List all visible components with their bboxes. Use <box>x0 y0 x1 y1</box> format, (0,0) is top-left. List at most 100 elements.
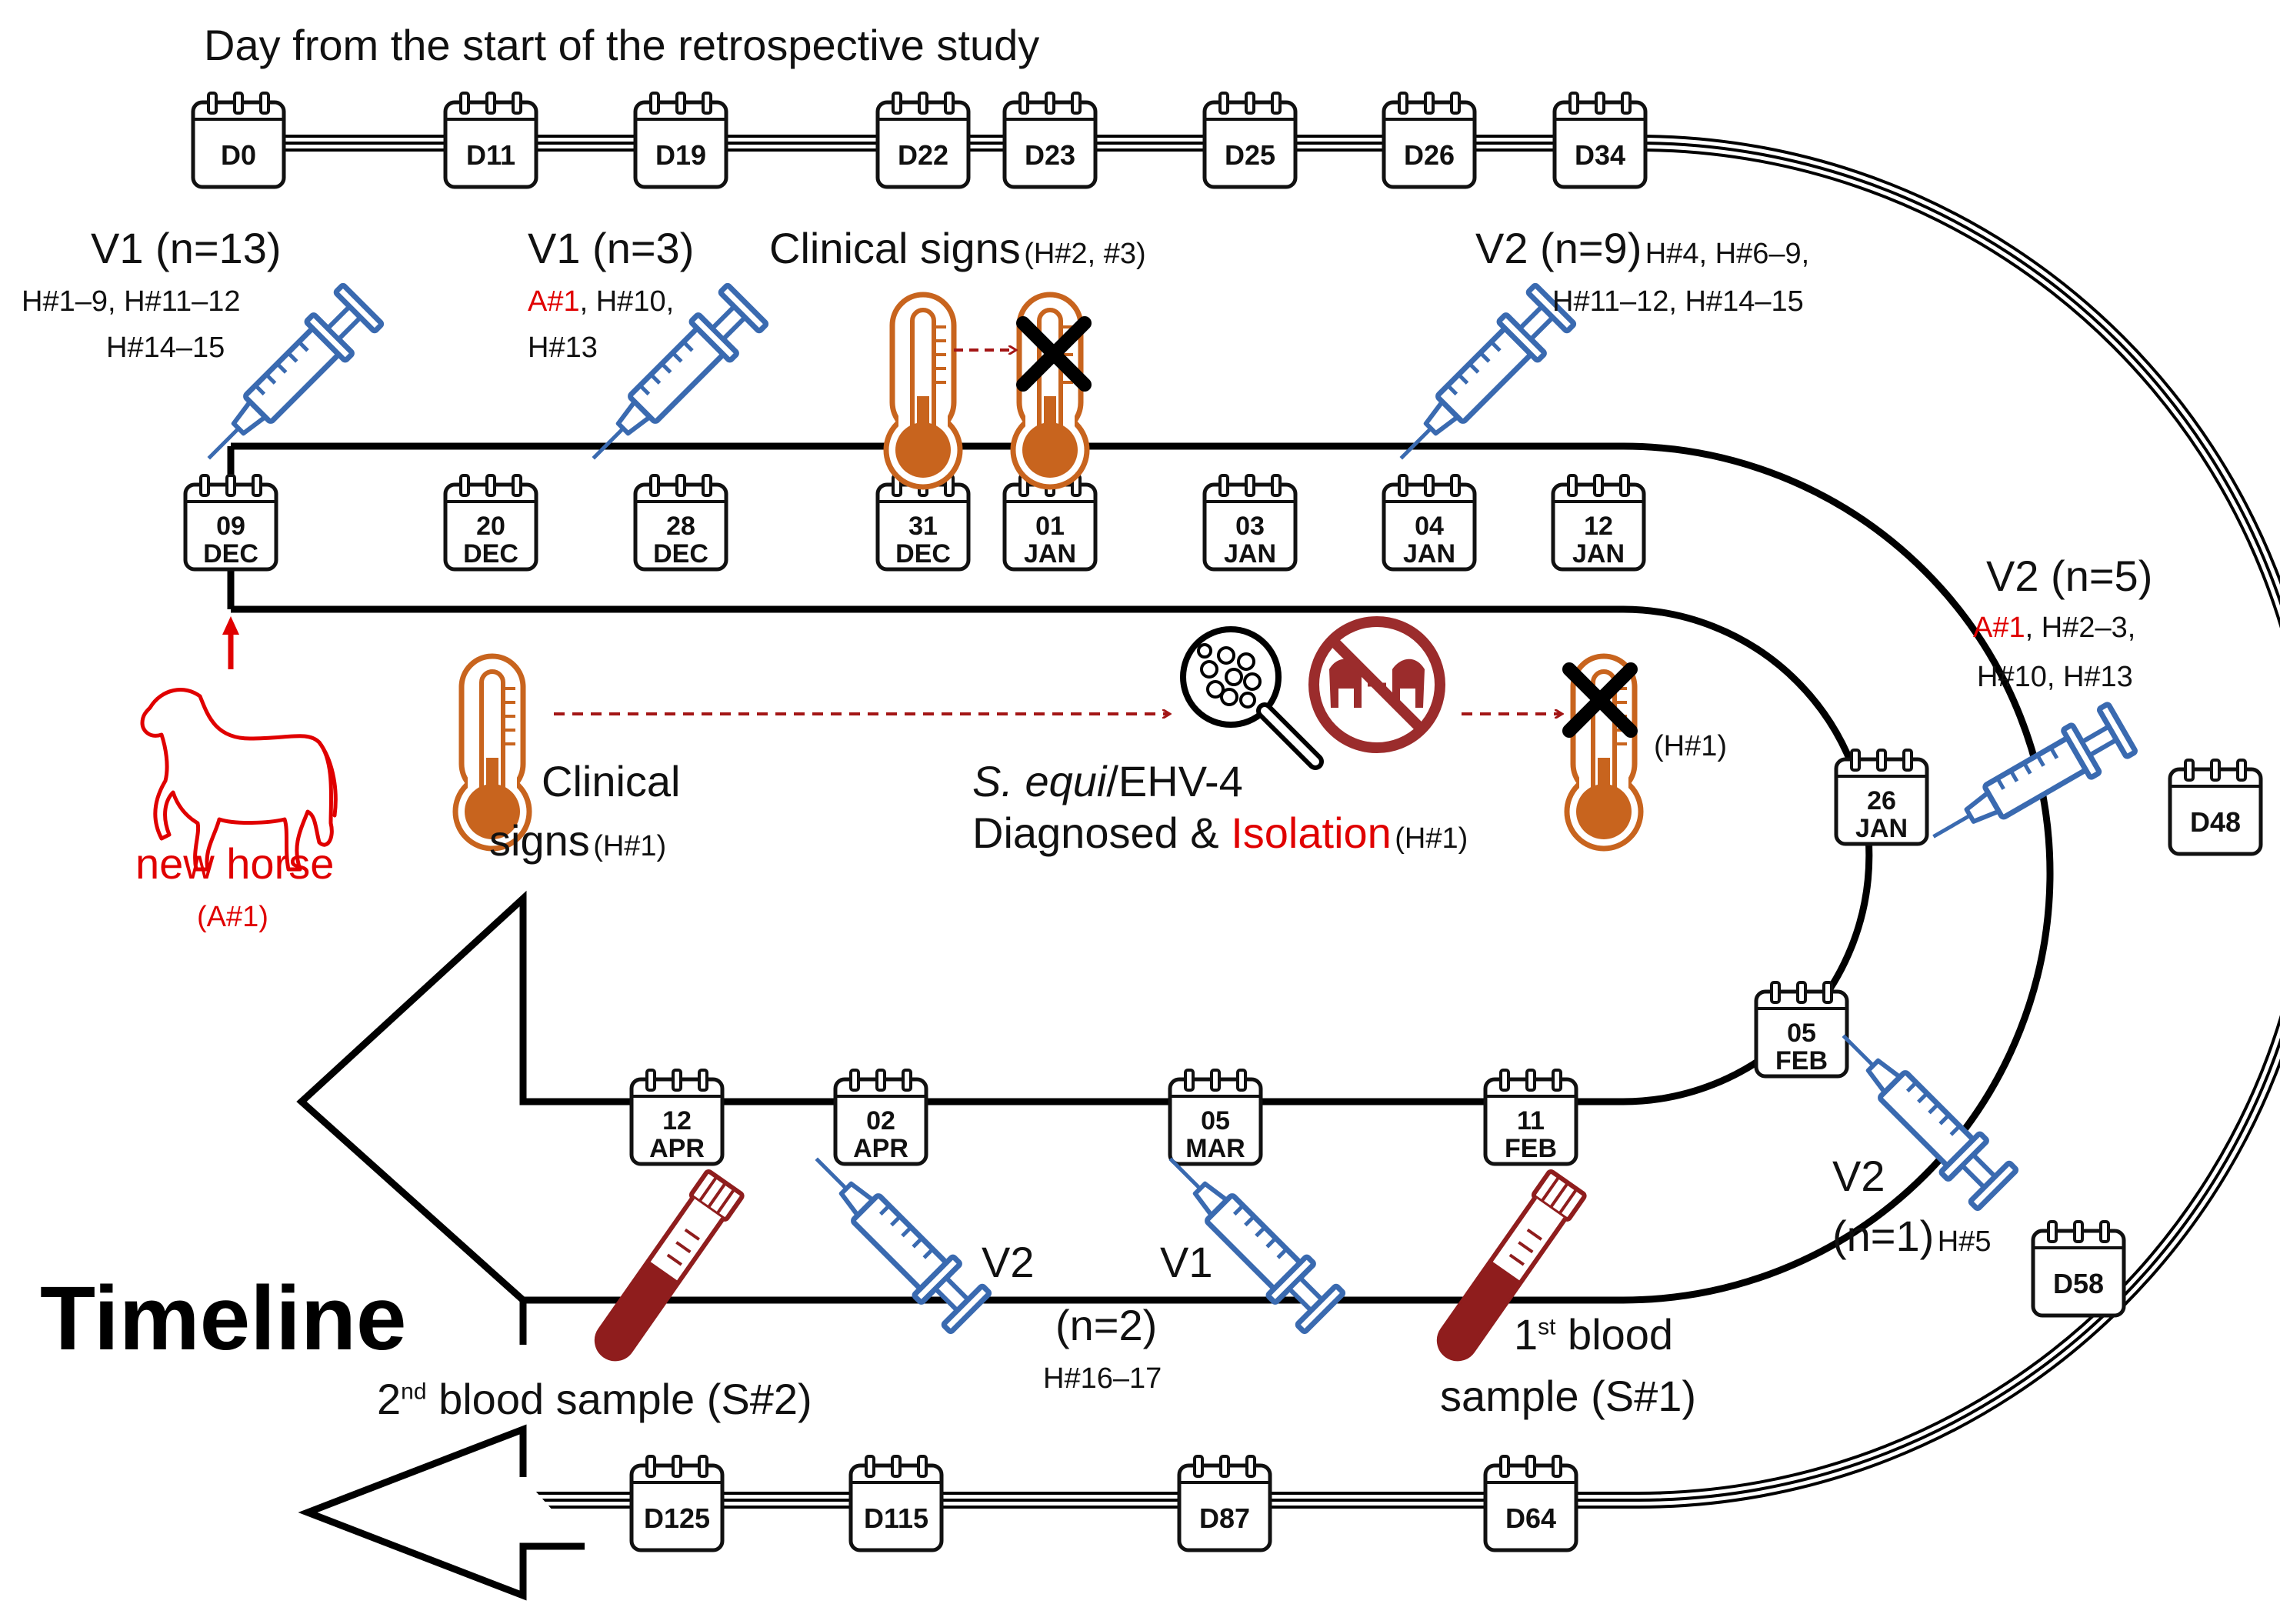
v1-second-rest: , H#10, <box>579 285 675 318</box>
blood-1-sup: st <box>1538 1314 1556 1340</box>
calendar-day-label: D34 <box>1575 139 1625 171</box>
v1-first-horses-2: H#14–15 <box>106 332 225 364</box>
calendar-day-label: D25 <box>1225 139 1275 171</box>
calendar-date-day: 28 <box>666 512 695 541</box>
calendar-day-label: D23 <box>1025 139 1075 171</box>
diagnosis-line1: S. equi/EHV-4 <box>972 758 1243 805</box>
calendar-date-day: 12 <box>1584 512 1613 541</box>
outer-track <box>231 135 2280 1509</box>
blood-2-line1: blood sample (S#2) <box>426 1375 812 1423</box>
calendar-date-month: JAN <box>1024 539 1076 569</box>
calendar-icon: D58 <box>2031 1220 2126 1318</box>
v2-first-horses: H#4, H#6–9, <box>1645 238 1810 270</box>
calendar-date-day: 01 <box>1035 512 1065 541</box>
calendar-day-label: D26 <box>1404 139 1455 171</box>
diagnosis-text: Diagnosed & <box>972 809 1232 857</box>
clinical-signs-text: Clinical signs <box>769 224 1021 272</box>
v2-second-title: V2 (n=5) <box>1986 552 2153 600</box>
v2-double-title: V2 <box>982 1238 1035 1286</box>
inner-arrow-bottom <box>231 605 1873 1303</box>
clinical-signs-h1-horse: (H#1) <box>593 830 667 862</box>
calendar-date-month: JAN <box>1855 814 1908 843</box>
diagnosis-horse: (H#1) <box>1395 822 1468 855</box>
calendar-icon: D87 <box>1177 1455 1272 1552</box>
calendar-date-month: FEB <box>1775 1046 1828 1075</box>
calendar-date-month: FEB <box>1505 1134 1557 1163</box>
calendar-date-month: MAR <box>1185 1134 1245 1163</box>
calendar-day-label: D58 <box>2053 1268 2104 1299</box>
calendar-day-label: D125 <box>644 1502 710 1534</box>
calendar-date-month: DEC <box>895 539 951 569</box>
calendar-day-label: D19 <box>655 139 706 171</box>
calendar-date-day: 31 <box>908 512 938 541</box>
v1-second-horses-2: H#13 <box>528 332 598 364</box>
v1-first-title: V1 (n=13) <box>91 224 282 272</box>
bottom-arrowhead <box>298 1424 585 1601</box>
v2-first-horses-2: H#11–12, H#14–15 <box>1552 285 1804 318</box>
diagnosis-virus: /EHV-4 <box>1106 757 1243 805</box>
calendar-date-day: 11 <box>1517 1106 1545 1135</box>
timeline-title: Timeline <box>40 1268 407 1369</box>
calendar-icon: D64 <box>1483 1455 1578 1552</box>
v1-second-horses: A#1, H#10, <box>528 285 675 318</box>
study-day-header: Day from the start of the retrospective … <box>204 21 1040 69</box>
calendar-date-day: 03 <box>1235 512 1265 541</box>
calendar-date-month: DEC <box>203 539 258 569</box>
v1-late-title: V1 <box>1160 1238 1213 1286</box>
calendar-date-day: 20 <box>476 512 505 541</box>
calendar-day-label: D22 <box>898 139 948 171</box>
v2-second-horses-2: H#10, H#13 <box>1977 661 2133 693</box>
calendar-icon: D26 <box>1382 92 1477 189</box>
calendar-date-day: 04 <box>1415 512 1444 541</box>
calendar-date-month: APR <box>649 1134 705 1163</box>
calendar-day-label: D11 <box>466 139 515 171</box>
calendar-icon: D23 <box>1002 92 1098 189</box>
v2-double-count: (n=2) <box>1055 1301 1158 1349</box>
calendar-date-day: 09 <box>216 512 245 541</box>
calendar-icon: D22 <box>875 92 971 189</box>
death-horse: (H#1) <box>1654 730 1728 762</box>
v2-single-n: (n=1) <box>1832 1212 1935 1260</box>
horse-icon <box>140 688 338 872</box>
calendar-date-month: JAN <box>1224 539 1276 569</box>
calendar-date-month: JAN <box>1572 539 1625 569</box>
v1-first-horses: H#1–9, H#11–12 <box>22 285 241 318</box>
calendar-date-day: 12 <box>662 1106 692 1135</box>
blood-sample-2: 2nd blood sample (S#2) <box>377 1376 812 1423</box>
blood-tube-icon <box>587 1170 743 1368</box>
calendar-day-label: D87 <box>1199 1502 1250 1534</box>
v2-first-title: V2 (n=9) H#4, H#6–9, <box>1475 225 1809 272</box>
v2-double-horses: H#16–17 <box>1043 1362 1162 1395</box>
blood-1-line1: blood <box>1555 1310 1674 1359</box>
calendar-icon: D19 <box>633 92 728 189</box>
new-horse-id-label: (A#1) <box>197 901 268 933</box>
v2-single-title: V2 <box>1832 1152 1885 1200</box>
calendar-day-label: D115 <box>864 1502 928 1534</box>
blood-sample-1: 1st blood <box>1514 1311 1673 1359</box>
v2-single-horse: H#5 <box>1937 1226 1992 1258</box>
v1-second-title: V1 (n=3) <box>528 224 695 272</box>
calendar-date-month: DEC <box>463 539 518 569</box>
new-horse-id: A#1 <box>528 285 580 318</box>
no-contact-icon <box>1308 616 1445 753</box>
calendar-icon: D48 <box>2168 759 2263 856</box>
calendar-icon: D125 <box>629 1455 725 1552</box>
calendar-icon: D25 <box>1202 92 1298 189</box>
clinical-signs-title: Clinical signs (H#2, #3) <box>769 225 1146 272</box>
clinical-signs-h1-text: signs <box>489 816 590 865</box>
new-horse-label: new horse <box>135 839 335 888</box>
